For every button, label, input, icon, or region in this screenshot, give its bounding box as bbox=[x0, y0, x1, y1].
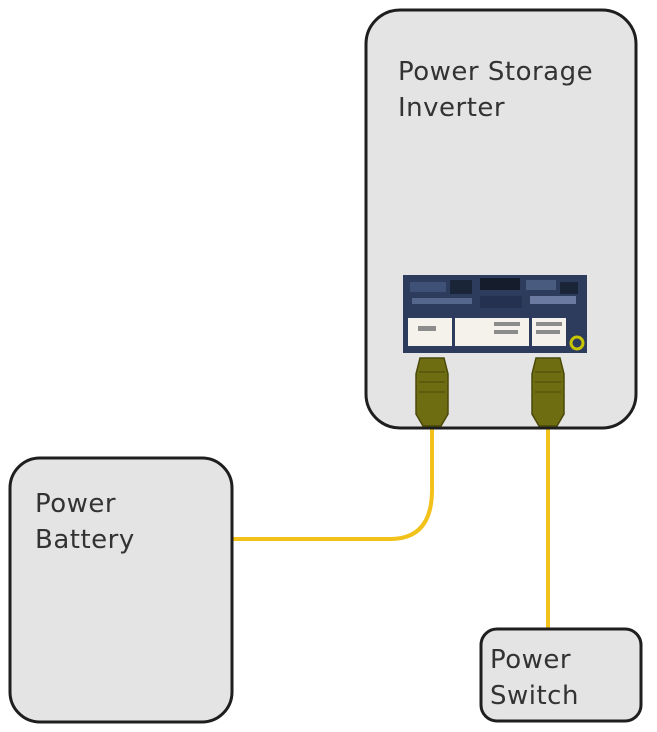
battery-box bbox=[8, 456, 234, 724]
battery-label-line1: Power bbox=[35, 489, 117, 519]
switch-port-connector bbox=[531, 357, 565, 427]
battery-label-line2: Battery bbox=[35, 525, 135, 555]
inverter-port-panel bbox=[403, 275, 587, 353]
battery-port-connector bbox=[415, 357, 449, 427]
inverter-label-line2: Inverter bbox=[398, 93, 506, 123]
inverter-label-line1: Power Storage bbox=[398, 57, 594, 87]
switch-box bbox=[479, 627, 643, 723]
switch-label-line2: Switch bbox=[490, 681, 579, 711]
inverter-label: Power Storage Inverter bbox=[398, 54, 593, 126]
battery-cable bbox=[232, 420, 434, 541]
battery-label: Power Battery bbox=[35, 486, 135, 558]
switch-label: Power Switch bbox=[490, 642, 579, 714]
switch-label-line1: Power bbox=[490, 645, 572, 675]
